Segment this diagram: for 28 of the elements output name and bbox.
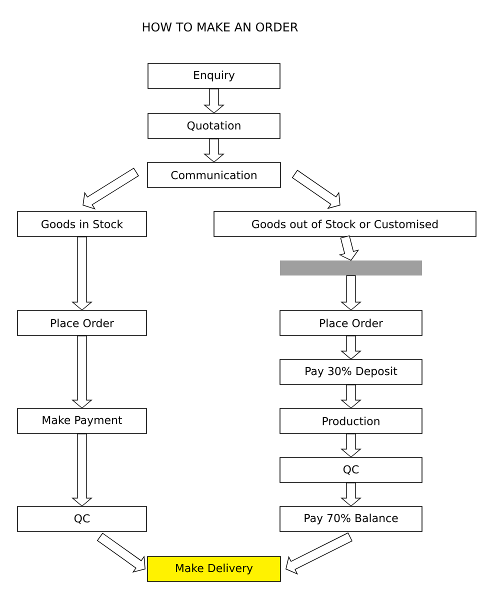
block-arrow: [340, 336, 362, 360]
block-arrow: [340, 384, 362, 409]
process-box: Goods out of Stock or Customised: [214, 211, 476, 237]
process-box: Production: [280, 408, 422, 434]
block-arrow: [82, 168, 139, 210]
block-arrow: [340, 482, 362, 507]
process-box: QC: [280, 457, 422, 483]
redaction-bar: [280, 260, 422, 276]
title: HOW TO MAKE AN ORDER: [142, 22, 298, 32]
block-arrow: [72, 236, 92, 311]
process-box: Place Order: [280, 310, 422, 336]
block-arrow: [340, 275, 362, 311]
process-box: Goods in Stock: [17, 211, 147, 237]
block-arrow: [204, 138, 224, 163]
process-box: Place Order: [17, 310, 147, 336]
block-arrow: [338, 235, 360, 261]
process-box: Communication: [147, 162, 281, 188]
block-arrow: [340, 434, 362, 458]
block-arrow: [204, 88, 224, 114]
process-box: Enquiry: [148, 63, 280, 89]
process-box: Make Payment: [17, 408, 147, 434]
process-box: QC: [17, 506, 147, 532]
block-arrow: [72, 336, 92, 409]
block-arrow: [72, 434, 92, 507]
process-box: Quotation: [148, 113, 280, 139]
process-box: Pay 70% Balance: [280, 506, 422, 532]
process-box: Pay 30% Deposit: [280, 359, 422, 385]
process-box: Make Delivery: [147, 556, 281, 582]
